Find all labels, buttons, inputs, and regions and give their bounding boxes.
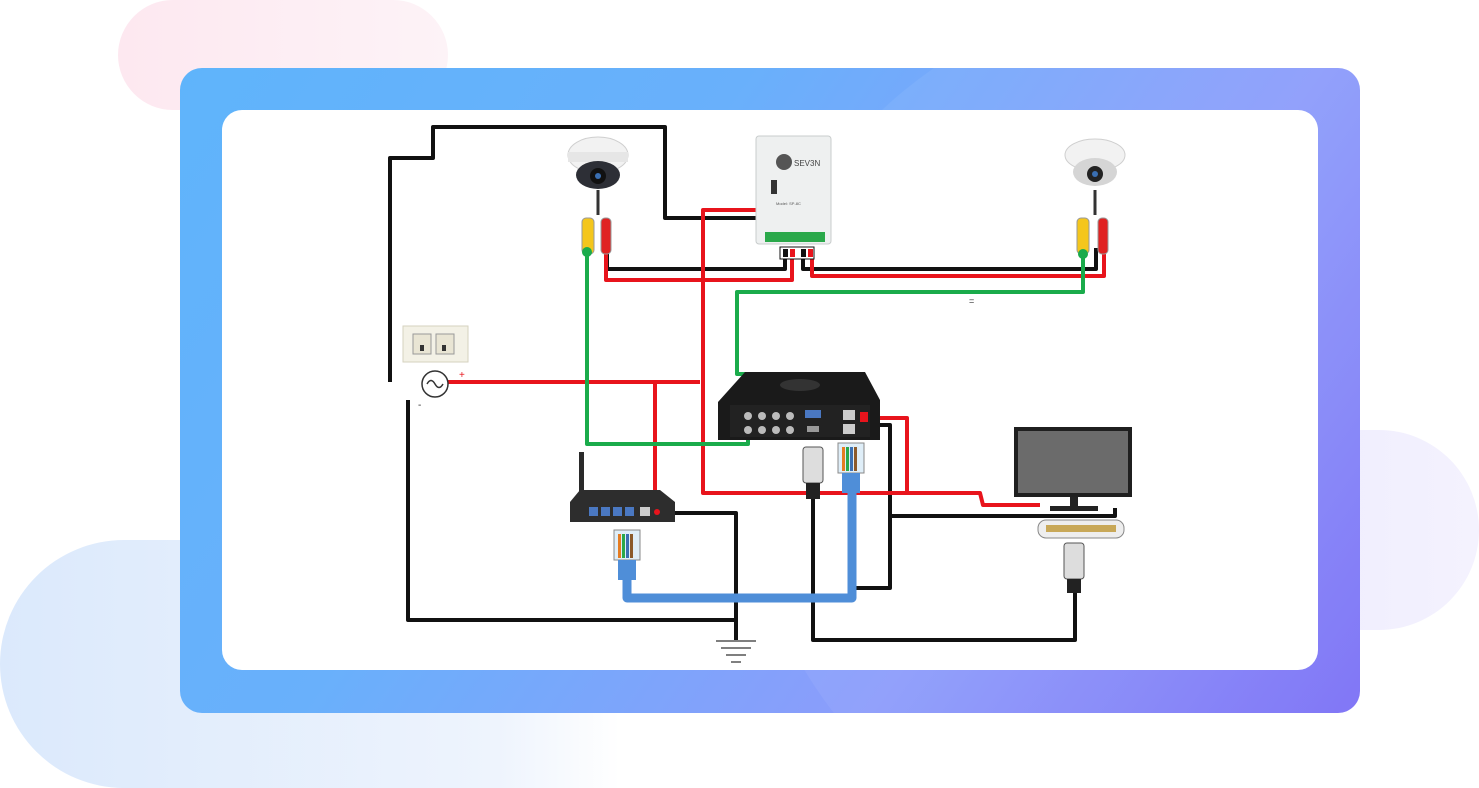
ac-source-icon: + -	[418, 370, 465, 411]
ground-icon	[716, 640, 756, 663]
bnc-connector-icon	[581, 217, 612, 257]
dome-camera-icon[interactable]	[567, 136, 629, 215]
supply-model: Model: SP-8C	[776, 201, 801, 206]
note-mark: =	[969, 296, 974, 306]
wire-cam1-power-neg	[605, 248, 787, 271]
ac-minus-label: -	[418, 400, 421, 411]
wire-cam1-power-pos	[604, 252, 794, 282]
wire-mains-live	[388, 125, 758, 382]
power-supply-icon[interactable]: SEV3N Model: SP-8C	[755, 135, 832, 260]
monitor-icon[interactable]	[1014, 427, 1132, 539]
wire-monitor-power	[890, 508, 1117, 518]
wire-supply-trunk	[701, 208, 1040, 507]
wire-dvr-monitor	[856, 423, 892, 590]
hdmi-connector-icon	[1063, 542, 1085, 593]
wire-cam2-power-neg	[801, 248, 1098, 271]
wire-mains-neutral	[406, 400, 738, 640]
wiring-diagram: SEV3N Model: SP-8C + - =	[388, 125, 1132, 663]
dome-camera-icon[interactable]	[1064, 138, 1126, 215]
wall-socket-icon[interactable]	[402, 325, 469, 363]
blue-wires	[622, 488, 857, 603]
wire-router-ground	[668, 511, 738, 620]
bnc-connector-icon	[1076, 217, 1109, 259]
hdmi-connector-icon	[802, 446, 824, 499]
supply-brand: SEV3N	[794, 159, 820, 168]
ac-plus-label: +	[459, 370, 465, 381]
wire-cam2-power-pos	[810, 252, 1106, 278]
rj45-connector-icon	[613, 529, 641, 580]
wire-hdmi	[811, 498, 1077, 642]
router-icon[interactable]	[570, 452, 675, 522]
diagram-canvas: SEV3N Model: SP-8C + - =	[222, 110, 1318, 670]
rj45-connector-icon	[837, 442, 865, 493]
dvr-icon[interactable]	[718, 372, 880, 440]
wire-ethernet	[622, 488, 857, 603]
red-wires	[448, 208, 1106, 513]
